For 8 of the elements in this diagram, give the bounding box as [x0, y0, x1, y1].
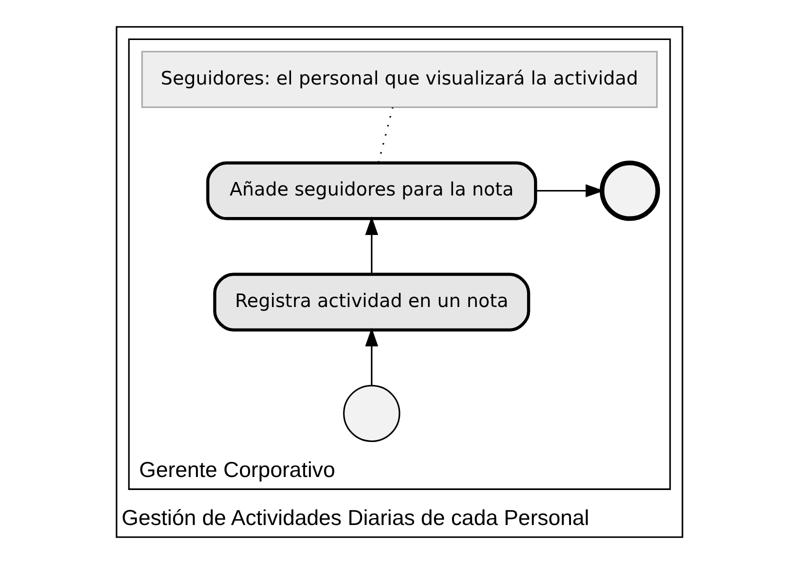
connector: [377, 107, 393, 163]
arrow: [364, 216, 378, 274]
node-box: Añade seguidores para la nota: [206, 161, 537, 220]
node-box: Registra actividad en un nota: [212, 272, 530, 332]
arrow: [364, 328, 378, 386]
node-box: Seguidores: el personal que visualizará la actividad: [140, 50, 658, 108]
node-circle: [342, 384, 400, 442]
node-circle: [599, 160, 660, 221]
